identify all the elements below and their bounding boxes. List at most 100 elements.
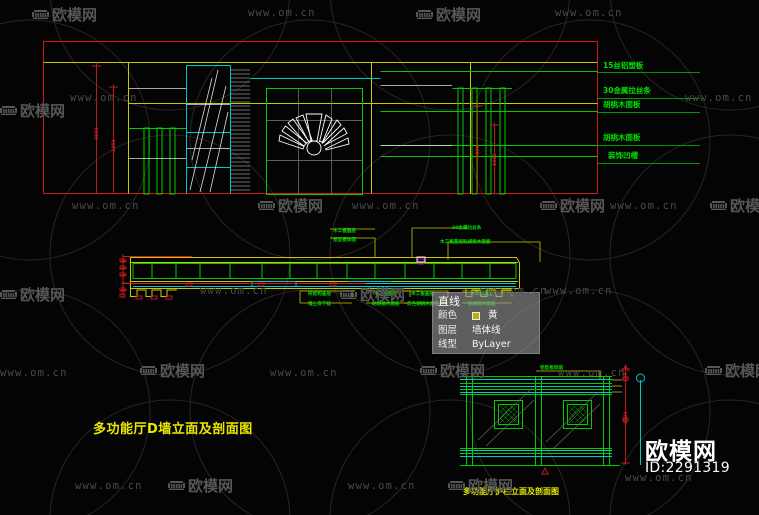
watermark-url-11: www.om.cn bbox=[270, 367, 338, 379]
watermark-url-5: www.om.cn bbox=[352, 200, 420, 212]
railing-panel-hatch bbox=[499, 405, 587, 424]
drawing-title-elevation: 多功能厅D墙立面及剖面图 bbox=[93, 422, 253, 437]
railing-rails-cyan bbox=[460, 373, 645, 465]
sofa-icon bbox=[448, 481, 465, 490]
sofa-icon bbox=[710, 201, 727, 210]
sofa-icon bbox=[140, 366, 157, 375]
section-annotation-bottom-2: 木工板基层 bbox=[374, 292, 397, 297]
watermark-logo-12: 欧模网 bbox=[448, 475, 513, 496]
elevation-annotation-1: 30金属拉丝条 bbox=[603, 86, 651, 95]
sofa-icon bbox=[0, 106, 17, 115]
watermark-url-3: www.om.cn bbox=[685, 92, 753, 104]
dimension-railing-right-1: 1100 bbox=[624, 411, 629, 424]
watermark-logo-9: 欧模网 bbox=[705, 360, 759, 381]
tooltip-row-color: 颜色 黄 bbox=[438, 309, 535, 324]
inner-detail-white bbox=[128, 69, 452, 193]
section-marker-white bbox=[416, 256, 426, 263]
watermark-url-7: www.om.cn bbox=[200, 285, 268, 297]
tooltip-row-linetype: 线型 ByLayer bbox=[438, 338, 535, 353]
section-annotation-bottom-5: 白色胡桃木面板 bbox=[407, 302, 440, 307]
sofa-icon bbox=[0, 290, 17, 299]
dimension-elevation-right-1: 1050 bbox=[493, 153, 498, 166]
sofa-icon bbox=[168, 481, 185, 490]
brand-name: 欧模网 bbox=[645, 439, 717, 465]
annotation-leaders bbox=[597, 72, 700, 164]
watermark-logo-text: 欧模网 bbox=[560, 197, 606, 215]
watermark-logo-3: 欧模网 bbox=[540, 195, 605, 216]
watermark-url-9: www.om.cn bbox=[545, 285, 613, 297]
elevation-outer-frame bbox=[43, 41, 598, 194]
watermark-logo-text: 欧模网 bbox=[188, 477, 234, 495]
watermark-logo-0: 欧模网 bbox=[32, 4, 97, 25]
watermark-logo-text: 欧模网 bbox=[468, 477, 514, 495]
tooltip-color-key: 颜色 bbox=[438, 310, 458, 321]
watermark-logo-10: 欧模网 bbox=[0, 100, 65, 121]
watermark-url-10: www.om.cn bbox=[0, 367, 68, 379]
watermark-logo-text: 欧模网 bbox=[440, 362, 486, 380]
watermark-url-13: www.om.cn bbox=[75, 480, 143, 492]
dimension-elevation-left-0: 2800 bbox=[95, 127, 100, 140]
sofa-icon bbox=[32, 10, 49, 19]
watermark-logo-text: 欧模网 bbox=[278, 197, 324, 215]
sofa-icon bbox=[258, 201, 275, 210]
tooltip-linetype-key: 线型 bbox=[438, 339, 458, 350]
section-annotation-bottom-1: 墙上白干挂 bbox=[308, 302, 331, 307]
watermark-logo-6: 欧模网 bbox=[340, 284, 405, 305]
railing-leaders-yellow bbox=[536, 370, 622, 393]
watermark-url-1: www.om.cn bbox=[555, 7, 623, 19]
sofa-icon bbox=[416, 10, 433, 19]
railing-frame-green bbox=[460, 376, 620, 466]
watermark-logo-text: 欧模网 bbox=[20, 102, 66, 120]
section-annotation-bottom-4: 木工板基层 bbox=[411, 292, 434, 297]
brand-id: ID:2291319 bbox=[645, 460, 730, 476]
panel-lines-green bbox=[128, 71, 598, 195]
watermark-logo-5: 欧模网 bbox=[0, 284, 65, 305]
watermark-url-0: www.om.cn bbox=[248, 7, 316, 19]
elevation-annotation-2: 胡桃木面板 bbox=[603, 100, 641, 109]
railing-annotation-0: 铝型板饰面 bbox=[540, 366, 563, 371]
watermark-logo-text: 欧模网 bbox=[436, 6, 482, 24]
dimension-elevation-left-1: 2450 bbox=[112, 139, 117, 152]
color-swatch-icon bbox=[472, 312, 480, 321]
watermark-logo-text: 欧模网 bbox=[730, 197, 759, 215]
section-cells-green bbox=[132, 263, 517, 279]
sofa-icon bbox=[705, 366, 722, 375]
fan-motif bbox=[278, 113, 350, 156]
hatch-column-gray bbox=[231, 69, 250, 191]
watermark-logo-text: 欧模网 bbox=[52, 6, 98, 24]
watermark-url-12: www.om.cn bbox=[558, 367, 626, 379]
dimension-elevation-right-0: 2300 bbox=[476, 145, 481, 158]
object-rollover-tooltip: 直线 颜色 黄 图层 墙体线 线型 ByLayer bbox=[432, 292, 540, 354]
watermark-url-14: www.om.cn bbox=[348, 480, 416, 492]
watermark-url-15: www.om.cn bbox=[625, 472, 693, 484]
watermark-logo-7: 欧模网 bbox=[140, 360, 205, 381]
tooltip-object-name: 直线 bbox=[438, 295, 460, 308]
watermark-url-6: www.om.cn bbox=[610, 200, 678, 212]
tooltip-linetype-value: ByLayer bbox=[472, 339, 511, 350]
sofa-icon bbox=[340, 290, 357, 299]
section-annotation-bottom-0: 砖结构基层 bbox=[308, 292, 331, 297]
sofa-icon bbox=[420, 366, 437, 375]
watermark-logo-text: 欧模网 bbox=[360, 286, 406, 304]
dimension-lines-right bbox=[473, 103, 499, 194]
watermark-logo-text: 欧模网 bbox=[20, 286, 66, 304]
elevation-annotation-0: 15丝铝塑板 bbox=[603, 61, 644, 70]
elevation-annotation-3: 胡桃木面板 bbox=[603, 133, 641, 142]
tooltip-color-value: 黄 bbox=[488, 310, 498, 321]
railing-section-hatch bbox=[477, 387, 601, 449]
tooltip-row-layer: 图层 墙体线 bbox=[438, 324, 535, 339]
watermark-logo-1: 欧模网 bbox=[416, 4, 481, 25]
railing-dimensions-red bbox=[541, 364, 630, 475]
watermark-logo-11: 欧模网 bbox=[168, 475, 233, 496]
section-annotation-top-2: 30金属拉丝条 bbox=[452, 226, 482, 231]
section-annotation-bottom-3: 贴胡桃木面板 bbox=[372, 302, 400, 307]
watermark-logo-text: 欧模网 bbox=[725, 362, 759, 380]
dimension-lines-left bbox=[92, 62, 118, 194]
section-dimension-red bbox=[119, 254, 365, 300]
watermark-url-8: www.om.cn bbox=[480, 285, 548, 297]
elevation-annotation-4: 装饰凹槽 bbox=[608, 151, 638, 160]
sofa-icon bbox=[540, 201, 557, 210]
